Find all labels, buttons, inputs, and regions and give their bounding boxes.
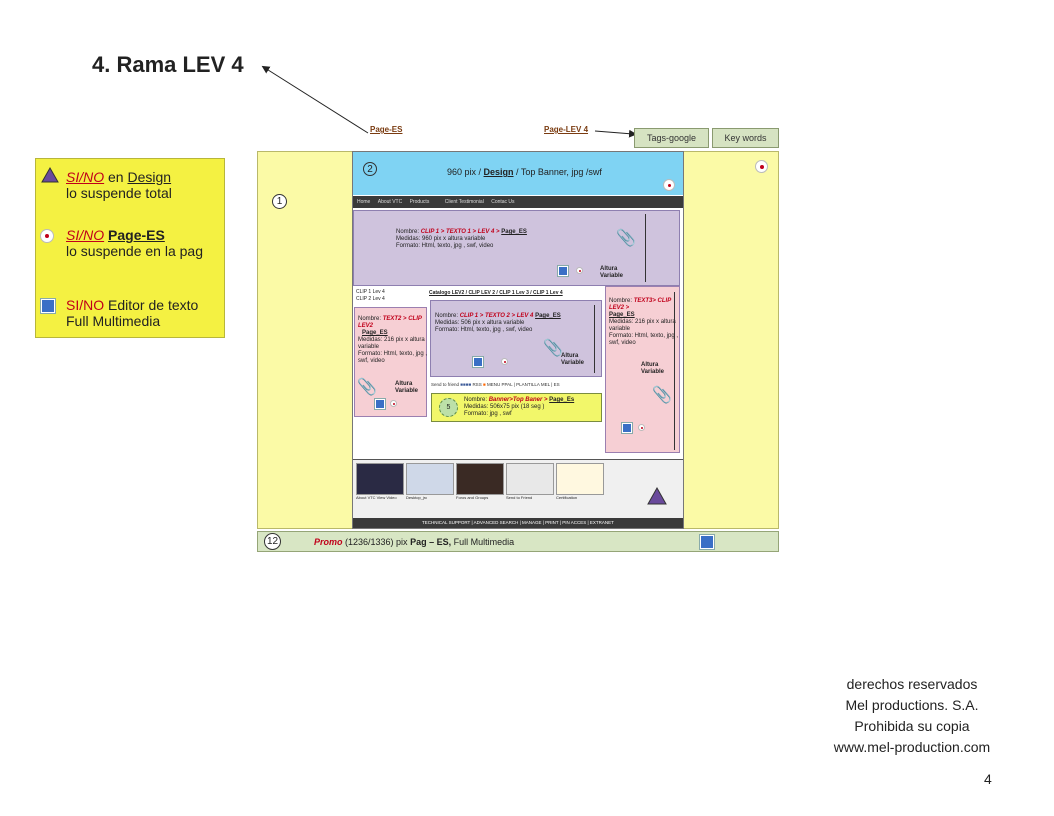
center-text-panel: Nombre: CLIP 1 > TEXTO 2 > LEV 4 Page_ES… xyxy=(430,300,602,377)
legend-item-page-es: SI/NO Page-ES lo suspende en la pag xyxy=(66,227,203,259)
nav-item[interactable]: Client Testimonial xyxy=(444,199,484,205)
editor-icon[interactable] xyxy=(622,423,632,433)
nav-bar: Home About VTC Products Client Testimoni… xyxy=(353,196,683,208)
banner-ad-box: 5 Nombre: Banner>Top Baner > Page_Es Med… xyxy=(431,393,602,422)
page-es-link[interactable]: Page-ES xyxy=(370,125,403,134)
left-text-panel: Nombre: TEXT2 > CLIP LEV2 Page_ES Medida… xyxy=(354,307,427,417)
paperclip-icon: 📎 xyxy=(543,340,563,357)
tags-google-button[interactable]: Tags-google xyxy=(634,128,709,148)
thumb-caption: Send to Friend xyxy=(506,495,533,500)
sidebar-links: CLIP 1 Lev 4 CLIP 2 Lev 4 xyxy=(356,289,426,303)
bottom-bar[interactable]: TECHNICAL SUPPORT | ADVANCED SEARCH | MA… xyxy=(353,518,683,528)
page-lev4-link[interactable]: Page-LEV 4 xyxy=(544,125,589,134)
promo-label: Promo (1236/1336) pix Pag – ES, Full Mul… xyxy=(314,537,515,547)
thumbnail[interactable] xyxy=(356,463,404,495)
record-icon[interactable] xyxy=(576,267,583,274)
altura-label: Altura Variable xyxy=(395,381,419,394)
height-arrow xyxy=(674,292,675,450)
page-title: 4. Rama LEV 4 xyxy=(92,52,244,77)
legend-item-design: SI/NO en Design lo suspende total xyxy=(66,169,172,201)
triangle-icon[interactable] xyxy=(647,487,667,505)
height-arrow xyxy=(594,305,595,373)
page-number: 4 xyxy=(984,771,992,787)
thumbnail[interactable] xyxy=(506,463,554,495)
thumb-caption: About VTC View Video xyxy=(356,495,397,500)
send-link[interactable]: Send to friend xyxy=(431,382,460,387)
editor-icon[interactable] xyxy=(473,357,483,367)
editor-icon xyxy=(41,299,55,313)
thumbnail-strip: About VTC View Video Desktop_jrc Foros a… xyxy=(353,459,683,518)
key-words-button[interactable]: Key words xyxy=(712,128,779,148)
legend-box: SI/NO en Design lo suspende total SI/NO … xyxy=(35,158,225,338)
nav-item[interactable]: Contac Us xyxy=(491,199,515,205)
thumb-caption: Foros and Groups xyxy=(456,495,489,500)
marker-1: 1 xyxy=(272,194,287,209)
thumb-caption: Certification xyxy=(556,495,578,500)
record-icon[interactable] xyxy=(501,358,508,365)
sidebar-link[interactable]: CLIP 1 Lev 4 xyxy=(356,289,385,295)
breadcrumb[interactable]: Catalogo LEV2 / CLIP LEV 2 / CLIP 1 Lev … xyxy=(429,290,563,296)
rss-link[interactable]: RSS xyxy=(472,382,482,387)
altura-label: Altura Variable xyxy=(561,353,585,366)
record-icon-right[interactable] xyxy=(755,160,768,173)
marker-12: 12 xyxy=(264,533,281,550)
marker-2: 2 xyxy=(363,162,377,176)
thumbnail[interactable] xyxy=(456,463,504,495)
paperclip-icon: 📎 xyxy=(616,230,636,247)
promo-bar: 12 Promo (1236/1336) pix Pag – ES, Full … xyxy=(257,531,779,552)
editor-icon[interactable] xyxy=(375,399,385,409)
thumb-caption: Desktop_jrc xyxy=(406,495,428,500)
thumbnail[interactable] xyxy=(406,463,454,495)
top-text-panel: Nombre: CLIP 1 > TEXTO 1 > LEV 4 > Page_… xyxy=(353,210,680,286)
banner-label: 960 pix / Design / Top Banner, jpg /swf xyxy=(447,167,602,177)
nav-item[interactable]: Products xyxy=(409,199,430,205)
record-icon[interactable] xyxy=(638,424,645,431)
right-text-panel: Nombre: TEXT3> CLIP LEV2 > Page_ES Medid… xyxy=(605,286,680,453)
thumbnail[interactable] xyxy=(556,463,604,495)
nav-item[interactable]: About VTC xyxy=(377,199,403,205)
website-mock: 2 960 pix / Design / Top Banner, jpg /sw… xyxy=(352,151,684,529)
rss-icon: ■ xyxy=(482,382,486,387)
editor-icon[interactable] xyxy=(558,266,568,276)
footer-copyright: derechos reservados Mel productions. S.A… xyxy=(833,676,991,755)
record-icon[interactable] xyxy=(390,400,397,407)
altura-label: Altura Variable xyxy=(600,266,624,279)
paperclip-icon: 📎 xyxy=(652,387,672,404)
altura-label: Altura Variable xyxy=(641,362,665,375)
connector-arrows xyxy=(261,65,637,138)
menu-links[interactable]: MENU PPAL | PLANTILLA MEL | ES xyxy=(486,382,560,387)
social-icons[interactable]: ■■■■ xyxy=(460,382,472,387)
sidebar-link[interactable]: CLIP 2 Lev 4 xyxy=(356,296,385,302)
height-arrow xyxy=(645,214,646,282)
paperclip-icon: 📎 xyxy=(357,379,377,396)
editor-icon[interactable] xyxy=(700,535,714,549)
share-bar: Send to friend ■■■■ RSS ■ MENU PPAL | PL… xyxy=(431,382,611,387)
nav-item[interactable]: Home xyxy=(357,199,371,205)
record-icon xyxy=(40,229,54,243)
triangle-icon xyxy=(41,167,59,183)
top-banner: 2 960 pix / Design / Top Banner, jpg /sw… xyxy=(353,152,683,195)
record-icon-banner[interactable] xyxy=(663,179,675,191)
badge-5: 5 xyxy=(439,398,458,417)
legend-item-editor: SI/NO Editor de texto Full Multimedia xyxy=(66,297,199,329)
